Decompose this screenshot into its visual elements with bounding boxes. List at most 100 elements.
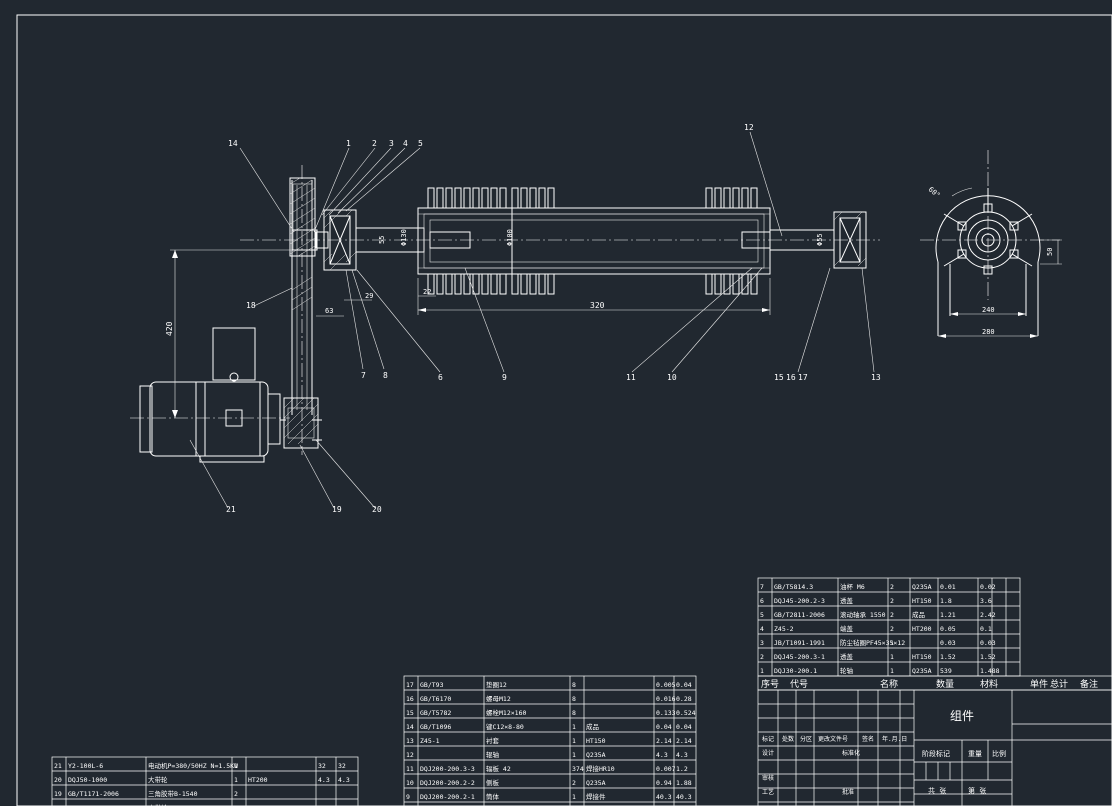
- upper-table-header: 备注: [1080, 678, 1098, 690]
- side-dim-50: 50: [1046, 248, 1054, 256]
- middle-table-cell: 9: [406, 793, 410, 801]
- upper-table-cell: Q235A: [912, 583, 932, 591]
- title-block: 组件 阶段标记 重量 比例 共 张 第 张 标记 处数 分区 更改文件号 签名 …: [757, 689, 1112, 806]
- middle-table-cell: 焊接件: [586, 792, 606, 801]
- paddle-bottom: [427, 273, 435, 295]
- title-design: 设计: [762, 749, 774, 757]
- paddle-bottom: [705, 273, 713, 295]
- middle-table-cell: 0.04: [676, 723, 692, 731]
- middle-table-cell: 侧板: [486, 778, 500, 787]
- middle-table-cell: 衬套: [486, 736, 500, 745]
- paddles-top: [427, 187, 758, 209]
- lower-table-cell: HT200: [248, 804, 268, 806]
- paddle-top: [538, 187, 546, 209]
- upper-table-cell: 1: [890, 653, 894, 661]
- lower-table-cell: 1: [234, 762, 238, 770]
- callout-5: 5: [418, 139, 423, 148]
- middle-table-cell: 2.14: [656, 737, 672, 745]
- upper-table-cell: 透盖: [840, 596, 854, 605]
- side-dim-280: 280: [982, 328, 995, 336]
- dim-29-text: 29: [365, 292, 373, 300]
- callout-13: 13: [871, 373, 881, 382]
- paddle-bottom: [436, 273, 444, 295]
- upper-table-cell: 滚动轴承 1550: [840, 610, 886, 619]
- middle-table-cell: Q235A: [586, 779, 606, 787]
- middle-table-cell: 12: [406, 751, 414, 759]
- rev-label-0: 标记: [762, 735, 774, 743]
- rev-label-5: 年.月.日: [882, 735, 907, 743]
- upper-table-cell: 3.6: [980, 597, 992, 605]
- paddle-bottom: [499, 273, 507, 295]
- paddle-bottom: [490, 273, 498, 295]
- middle-table-cell: 10: [406, 779, 414, 787]
- paddle-top: [499, 187, 507, 209]
- upper-table-cell: 0.05: [940, 625, 956, 633]
- lower-table-cell: 5.2: [338, 804, 350, 806]
- upper-table-cell: 0.03: [980, 639, 996, 647]
- rev-label-3: 更改文件号: [818, 735, 848, 743]
- callout-15: 15: [774, 373, 784, 382]
- title-weight: 重量: [968, 750, 982, 758]
- callout-17: 17: [798, 373, 808, 382]
- leader-lines: [189, 131, 875, 509]
- upper-table-cell: 6: [760, 597, 764, 605]
- paddle-bottom: [472, 273, 480, 295]
- upper-table-cell: 2: [890, 583, 894, 591]
- paddle-top: [463, 187, 471, 209]
- middle-table-cell: 0.016: [656, 695, 676, 703]
- paddle-top: [714, 187, 722, 209]
- middle-table-cell: 40.3: [656, 793, 672, 801]
- paddle-top: [454, 187, 462, 209]
- rev-label-2: 分区: [800, 735, 812, 743]
- upper-table-cell: 4: [760, 625, 764, 633]
- paddle-top: [481, 187, 489, 209]
- callout-9: 9: [502, 373, 507, 382]
- middle-table-cell: 0.04: [676, 681, 692, 689]
- paddle-bottom: [547, 273, 555, 295]
- middle-table-cell: 374: [572, 765, 584, 773]
- side-dim-angle: 60°: [927, 185, 942, 199]
- rev-label-1: 处数: [782, 735, 794, 743]
- side-dim-240: 240: [982, 306, 995, 314]
- paddle-top: [511, 187, 519, 209]
- paddle-top: [490, 187, 498, 209]
- upper-table-cell: HT150: [912, 597, 932, 605]
- upper-table-cell: 0.01: [940, 583, 956, 591]
- callout-8: 8: [383, 371, 388, 380]
- title-check: 审核: [762, 774, 774, 782]
- paddle-bottom: [741, 273, 749, 295]
- middle-table-cell: 1: [572, 723, 576, 731]
- paddle-bottom: [511, 273, 519, 295]
- lower-table-cell: HT200: [248, 776, 268, 784]
- middle-table-cell: 8: [572, 695, 576, 703]
- title-scale: 比例: [992, 749, 1006, 758]
- lower-table-cell: DQJ50-1000: [68, 776, 107, 784]
- paddle-top: [750, 187, 758, 209]
- middle-table-cell: 40.3: [676, 793, 692, 801]
- main-shaft: [240, 207, 880, 275]
- upper-table-cell: 轮轴: [840, 666, 854, 675]
- paddle-bottom: [481, 273, 489, 295]
- middle-table-cell: 1.88: [676, 779, 692, 787]
- lower-table-cell: 18: [54, 804, 62, 806]
- dim-22-text: 22: [423, 288, 431, 296]
- middle-table-cell: 11: [406, 765, 414, 773]
- middle-table-cell: 垫圈12: [486, 680, 507, 689]
- middle-table-cell: Z45-1: [420, 737, 440, 745]
- callout-20: 20: [372, 505, 382, 514]
- title-stage: 阶段标记: [922, 749, 950, 758]
- middle-table-cell: 0.007: [656, 765, 676, 773]
- callout-21: 21: [226, 505, 236, 514]
- paddle-top: [705, 187, 713, 209]
- paddle-bottom: [463, 273, 471, 295]
- title-sheet: 共 张: [928, 786, 946, 795]
- upper-table-cell: 1: [760, 667, 764, 675]
- upper-table-cell: 1: [890, 667, 894, 675]
- lower-table-cell: 大带轮: [148, 775, 168, 784]
- middle-table-cell: 0.28: [676, 695, 692, 703]
- lower-table-cell: Y2-100L-6: [68, 762, 103, 770]
- upper-table-header: 单件: [1030, 678, 1048, 690]
- paddle-top: [741, 187, 749, 209]
- upper-table-cell: 7: [760, 583, 764, 591]
- paddle-top: [723, 187, 731, 209]
